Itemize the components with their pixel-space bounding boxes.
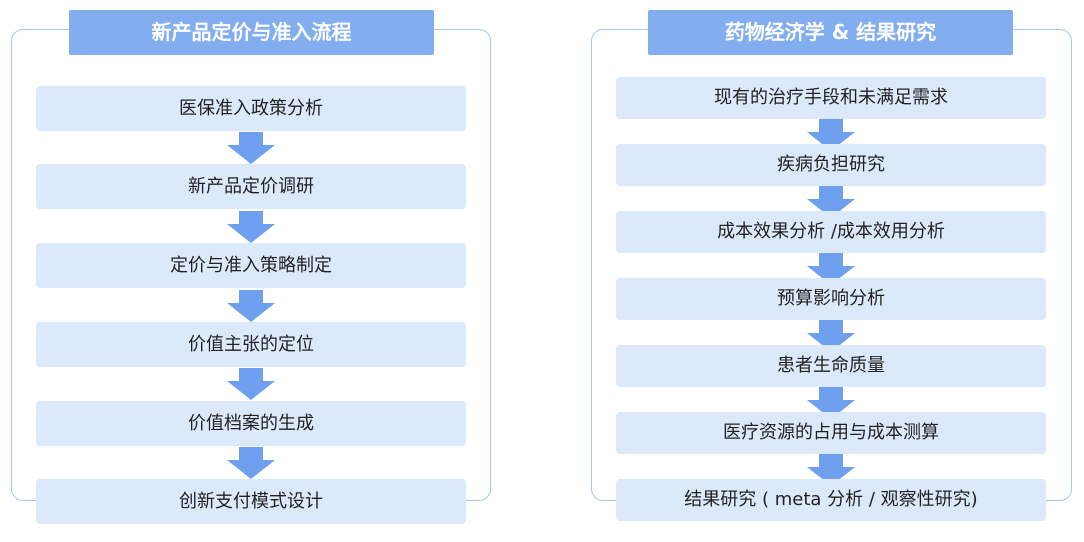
left-step-5: 价值档案的生成 <box>36 401 466 446</box>
down-arrow-icon <box>227 368 275 400</box>
right-step-1: 现有的治疗手段和未满足需求 <box>616 77 1046 119</box>
down-arrow-icon <box>807 253 855 285</box>
right-step-2: 疾病负担研究 <box>616 144 1046 186</box>
left-step-4: 价值主张的定位 <box>36 322 466 367</box>
down-arrow-icon <box>227 132 275 164</box>
down-arrow-icon <box>227 211 275 243</box>
down-arrow-icon <box>227 447 275 479</box>
left-flow-title: 新产品定价与准入流程 <box>69 10 434 55</box>
down-arrow-icon <box>807 454 855 486</box>
right-step-3: 成本效果分析 /成本效用分析 <box>616 211 1046 253</box>
left-step-6: 创新支付模式设计 <box>36 479 466 524</box>
right-step-4: 预算影响分析 <box>616 278 1046 320</box>
down-arrow-icon <box>807 320 855 352</box>
right-step-6: 医疗资源的占用与成本测算 <box>616 412 1046 454</box>
left-step-2: 新产品定价调研 <box>36 164 466 209</box>
left-step-3: 定价与准入策略制定 <box>36 243 466 288</box>
right-step-7: 结果研究 ( meta 分析 / 观察性研究) <box>616 479 1046 521</box>
right-step-5: 患者生命质量 <box>616 345 1046 387</box>
right-flow-title: 药物经济学 & 结果研究 <box>648 10 1013 55</box>
down-arrow-icon <box>807 119 855 151</box>
down-arrow-icon <box>227 290 275 322</box>
down-arrow-icon <box>807 186 855 218</box>
left-step-1: 医保准入政策分析 <box>36 86 466 131</box>
down-arrow-icon <box>807 387 855 419</box>
